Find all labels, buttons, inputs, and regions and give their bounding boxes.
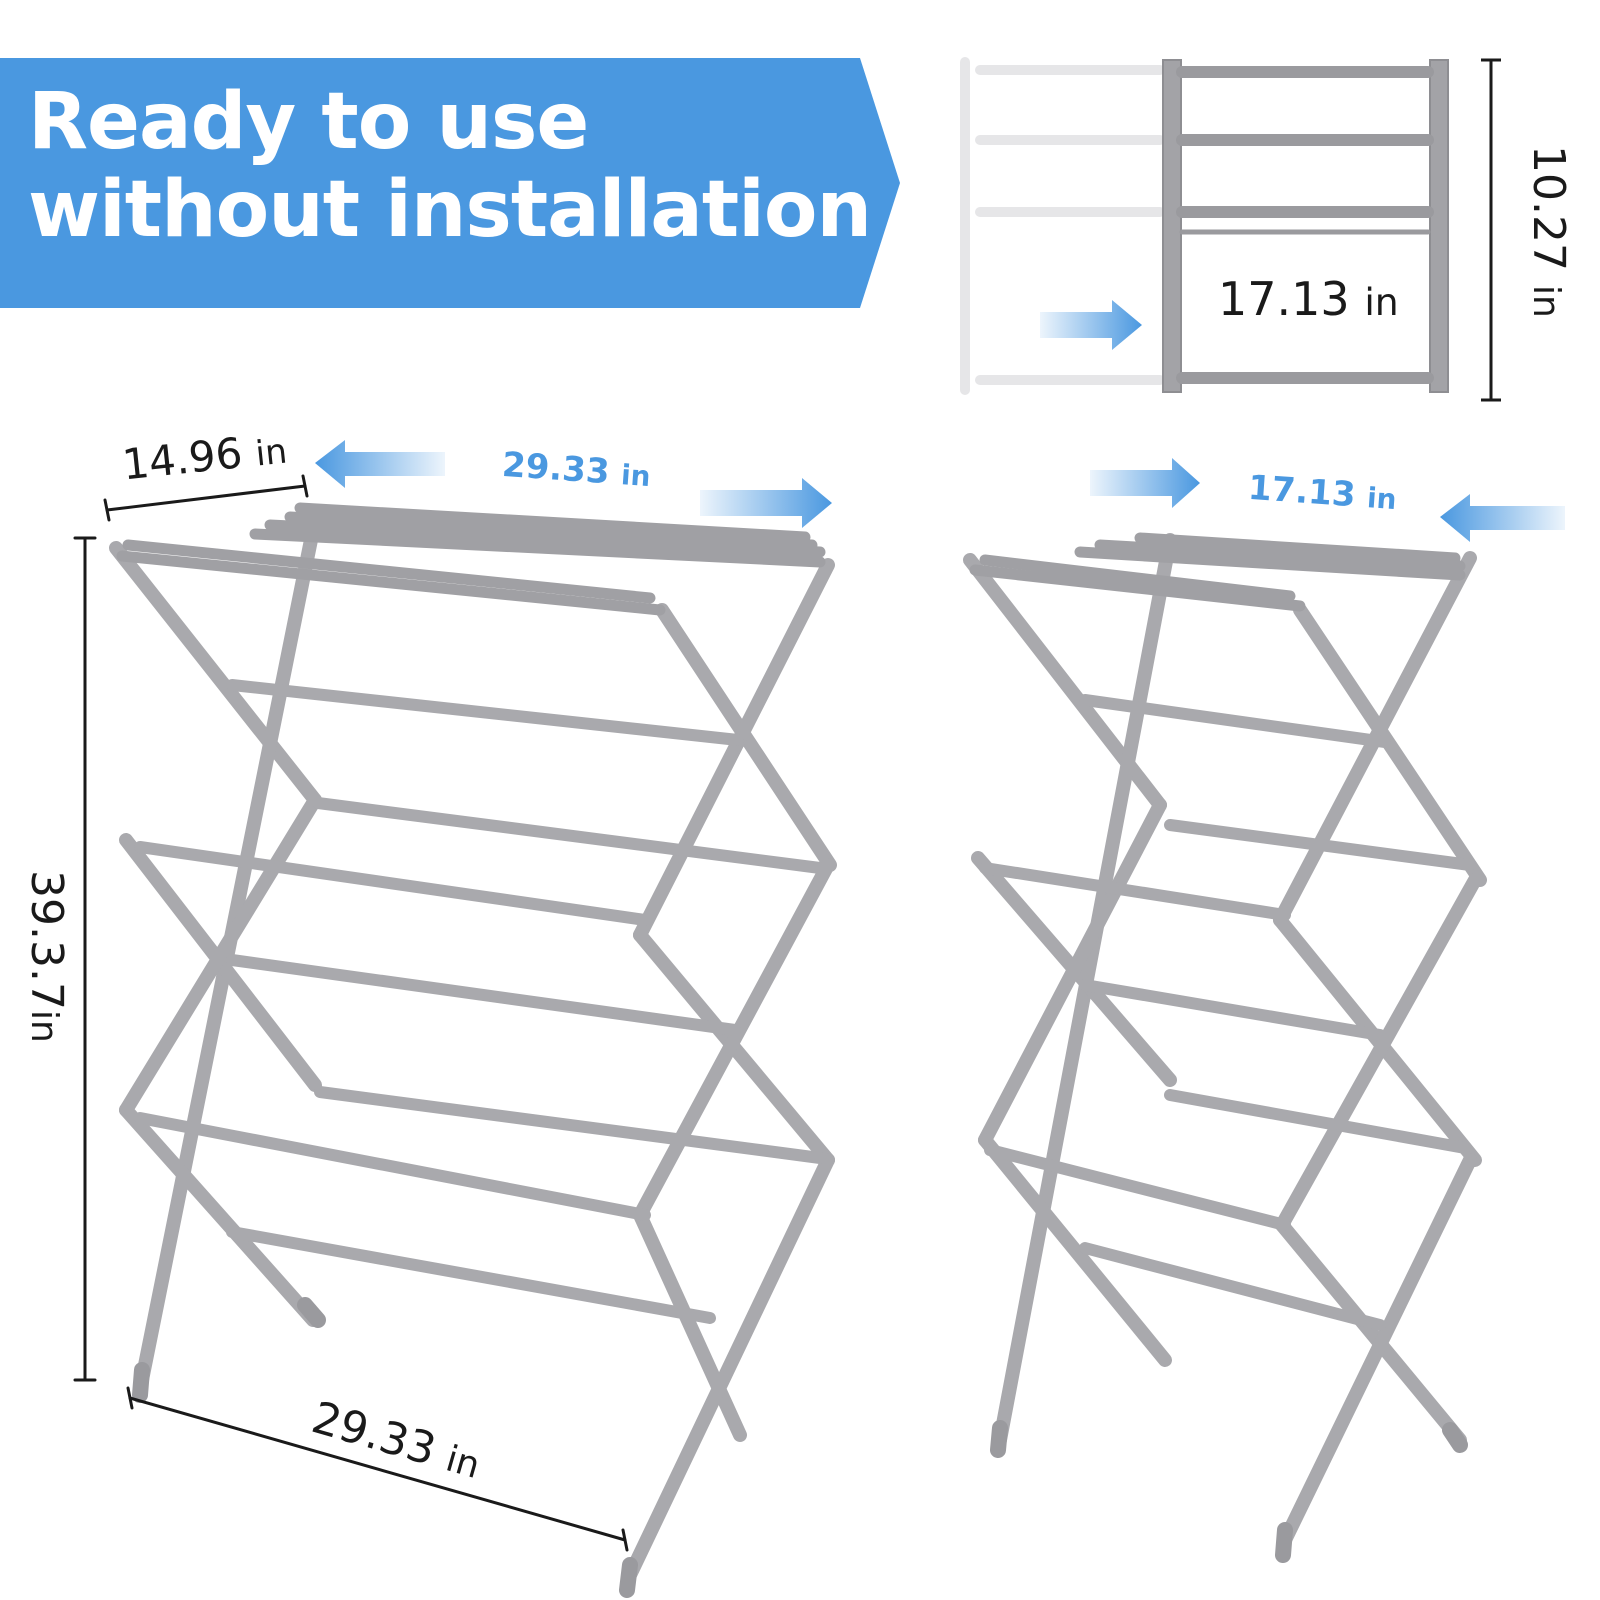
banner-title: Ready to use without installation	[28, 77, 872, 255]
inset-folded-rack	[960, 57, 1501, 402]
arrow-left-icon	[1440, 494, 1565, 542]
inset-width-label: 17.13 in	[1218, 272, 1399, 326]
banner-line-1: Ready to use	[28, 77, 589, 167]
folded-rack	[963, 458, 1565, 1563]
banner-line-2: without installation	[28, 165, 872, 255]
inset-height-label: 10.27 in	[1523, 145, 1574, 318]
chevron-arrows-icon	[1040, 300, 1142, 350]
arrow-right-icon	[1090, 458, 1200, 508]
arrow-right-icon	[700, 478, 832, 528]
title-banner	[0, 58, 900, 308]
arrow-left-icon	[315, 440, 445, 488]
expanded-height-label: 39.3.7in	[21, 870, 72, 1043]
expanded-rack	[73, 440, 837, 1598]
